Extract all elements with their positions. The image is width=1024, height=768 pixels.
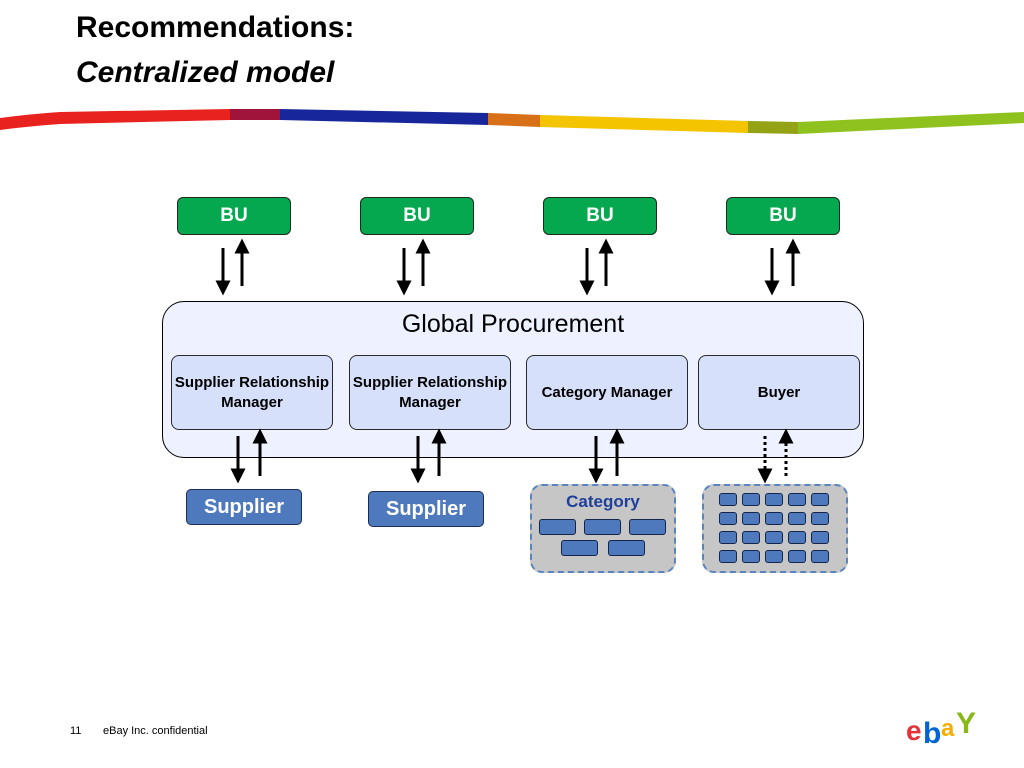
buyer-dotted-arrows xyxy=(757,428,794,484)
supplier-box-2: Supplier xyxy=(368,491,484,527)
buyer-item xyxy=(765,550,783,563)
category-item xyxy=(608,540,645,556)
buyer-item xyxy=(719,550,737,563)
bu-box-4: BU xyxy=(726,197,840,235)
category-item xyxy=(539,519,576,535)
ebay-logo-icon: e b a Y xyxy=(906,707,976,746)
buyer-item xyxy=(811,493,829,506)
buyer-item xyxy=(811,531,829,544)
page-number: 11 xyxy=(70,725,82,737)
svg-text:b: b xyxy=(923,717,941,746)
buyer-item xyxy=(765,531,783,544)
buyer-item xyxy=(811,512,829,525)
supplier-box-1: Supplier xyxy=(186,489,302,525)
bu-box-3: BU xyxy=(543,197,657,235)
category-label: Category xyxy=(566,492,640,511)
buyer-item xyxy=(788,550,806,563)
bu3-arrows xyxy=(579,238,614,296)
role-supplier-relationship-manager-2: Supplier Relationship Manager xyxy=(349,355,511,430)
role-category-manager: Category Manager xyxy=(526,355,688,430)
bu4-arrows xyxy=(764,238,801,296)
buyer-item xyxy=(719,493,737,506)
buyer-items-group xyxy=(702,484,848,573)
srm2-supplier-arrows xyxy=(410,428,447,484)
buyer-item xyxy=(765,512,783,525)
buyer-item xyxy=(742,512,760,525)
category-manager-arrows xyxy=(588,428,625,484)
srm1-supplier-arrows xyxy=(230,428,268,484)
role-supplier-relationship-manager-1: Supplier Relationship Manager xyxy=(171,355,333,430)
bu-box-1: BU xyxy=(177,197,291,235)
buyer-item xyxy=(742,493,760,506)
buyer-item xyxy=(788,493,806,506)
svg-text:e: e xyxy=(906,715,922,746)
confidential-note: eBay Inc. confidential xyxy=(103,725,208,737)
category-item xyxy=(561,540,598,556)
global-procurement-title: Global Procurement xyxy=(401,310,625,338)
bu1-arrows xyxy=(215,238,250,296)
category-item xyxy=(629,519,666,535)
slide-subtitle: Centralized model xyxy=(76,56,335,89)
buyer-item xyxy=(719,512,737,525)
buyer-item xyxy=(788,531,806,544)
header-stripe xyxy=(0,109,1024,134)
buyer-item xyxy=(788,512,806,525)
slide-title: Recommendations: xyxy=(76,11,355,44)
svg-text:a: a xyxy=(941,715,955,742)
role-buyer: Buyer xyxy=(698,355,860,430)
buyer-item xyxy=(765,493,783,506)
category-item xyxy=(584,519,621,535)
category-group xyxy=(530,484,676,573)
svg-text:Y: Y xyxy=(956,707,976,740)
bu-box-2: BU xyxy=(360,197,474,235)
buyer-item xyxy=(811,550,829,563)
bu2-arrows xyxy=(396,238,431,296)
buyer-item xyxy=(742,550,760,563)
buyer-item xyxy=(742,531,760,544)
buyer-item xyxy=(719,531,737,544)
